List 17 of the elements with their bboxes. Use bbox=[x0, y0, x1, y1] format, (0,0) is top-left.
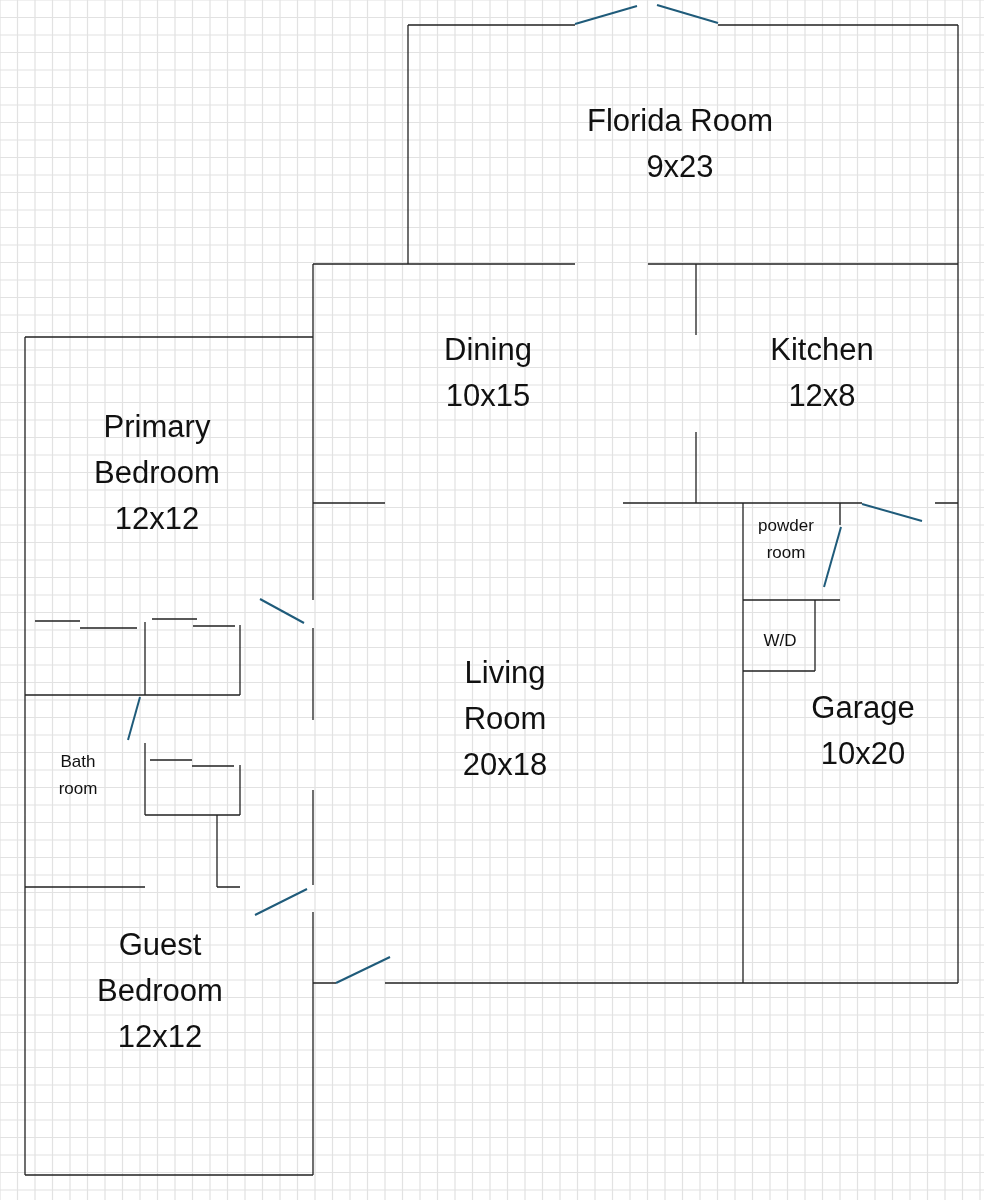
room-name: Bath room bbox=[57, 751, 99, 800]
room-name: Living Room bbox=[462, 654, 548, 738]
room-name: Dining bbox=[443, 331, 533, 369]
room-name: Guest Bedroom bbox=[96, 926, 224, 1010]
room-size: 20x18 bbox=[461, 746, 549, 784]
room-name: Florida Room bbox=[585, 102, 775, 140]
room-name: Primary Bedroom bbox=[93, 408, 221, 492]
room-size: 12x8 bbox=[787, 377, 857, 415]
room-name: Kitchen bbox=[769, 331, 875, 369]
room-size: 12x12 bbox=[116, 1018, 204, 1056]
room-size: 12x12 bbox=[113, 500, 201, 538]
room-name: W/D bbox=[762, 630, 798, 652]
room-size: 10x15 bbox=[444, 377, 532, 415]
room-name: Garage bbox=[810, 689, 916, 727]
room-size: 9x23 bbox=[645, 148, 715, 186]
room-name: powder room bbox=[757, 515, 815, 564]
room-size: 10x20 bbox=[819, 735, 907, 773]
